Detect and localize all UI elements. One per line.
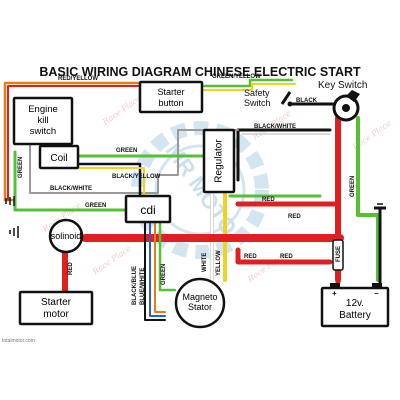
coil-label: Coil (50, 153, 67, 164)
coil-component: Coil (38, 144, 80, 170)
label-black-white-left: BLACK/WHITE (50, 186, 92, 192)
label-yellow: YELLOW (216, 250, 222, 276)
watermark-gear-logo: MR MOTO (131, 121, 269, 259)
credit-text: totalmotor.com (2, 338, 35, 344)
label-red-lower: RED (244, 254, 257, 260)
battery-plus-icon: + (332, 289, 337, 298)
label-red-right: RED (288, 214, 301, 220)
label-red-bottom: RED (280, 254, 293, 260)
fuse-component: FUSE (332, 239, 344, 271)
battery-component: + − 12v.Battery (320, 283, 390, 328)
diagram-title: BASIC WIRING DIAGRAM CHINESE ELECTRIC ST… (39, 65, 361, 79)
regulator-component: Regulator (202, 128, 236, 194)
label-black-white-top: BLACK/WHITE (254, 124, 296, 130)
wire-gray-black-white (29, 129, 239, 194)
label-blue-white: BLUE/WHITE (140, 268, 146, 305)
svg-text:Race Place: Race Place (100, 93, 143, 127)
wire-blue-white (149, 221, 166, 317)
wire-green-yellow (202, 78, 294, 88)
key-icon (346, 90, 360, 102)
label-black-yellow: BLACK/YELLOW (112, 174, 161, 180)
wire-green-left (13, 150, 132, 212)
regulator-label: Regulator (214, 139, 225, 183)
label-red-yellow: RED/YELLOW (58, 76, 98, 82)
wire-black-yellow (78, 162, 142, 198)
ground-icon (374, 203, 386, 210)
wire-black-blue (144, 221, 166, 321)
ground-symbols (5, 196, 386, 238)
key-switch-component: Key Switch (318, 80, 367, 122)
wire-black-yellow-stripe (79, 167, 145, 197)
wire-labels: RED/YELLOW GREEN/YELLOW BLACK BLACK/WHIT… (18, 74, 356, 305)
svg-text:Race Place: Race Place (90, 243, 133, 277)
wire-green-stator (158, 220, 177, 292)
solenoid-component: solinoid (48, 218, 84, 254)
label-red-solenoid: RED (68, 262, 74, 275)
solenoid-label: solinoid (51, 231, 82, 241)
ground-icon (9, 226, 19, 238)
label-black-blue: BLACK/BLUE (132, 266, 138, 305)
cdi-label: cdi (140, 203, 155, 217)
safety-switch-lever (280, 91, 292, 105)
battery-label: 12v.Battery (339, 298, 371, 321)
key-switch-label: Key Switch (318, 80, 367, 91)
label-green-left: GREEN (18, 157, 24, 178)
label-red-regulator: RED (262, 197, 275, 203)
label-green-right: GREEN (350, 176, 356, 197)
label-white: WHITE (202, 253, 208, 272)
wire-red-lower (235, 247, 333, 265)
wire-green-yellow-stripe (203, 83, 296, 91)
cdi-component: cdi (124, 194, 172, 224)
wire-orange (154, 221, 166, 313)
battery-minus-icon: − (374, 289, 379, 298)
label-green-coil: GREEN (116, 148, 137, 154)
fuse-label: FUSE (336, 246, 342, 262)
label-green-cdi: GREEN (85, 203, 106, 209)
label-green-stator: GREEN (161, 264, 167, 285)
wire-green-right (356, 116, 380, 282)
label-green-yellow: GREEN/YELLOW (212, 74, 261, 80)
ground-icon (5, 196, 15, 206)
label-black: BLACK (296, 98, 318, 104)
